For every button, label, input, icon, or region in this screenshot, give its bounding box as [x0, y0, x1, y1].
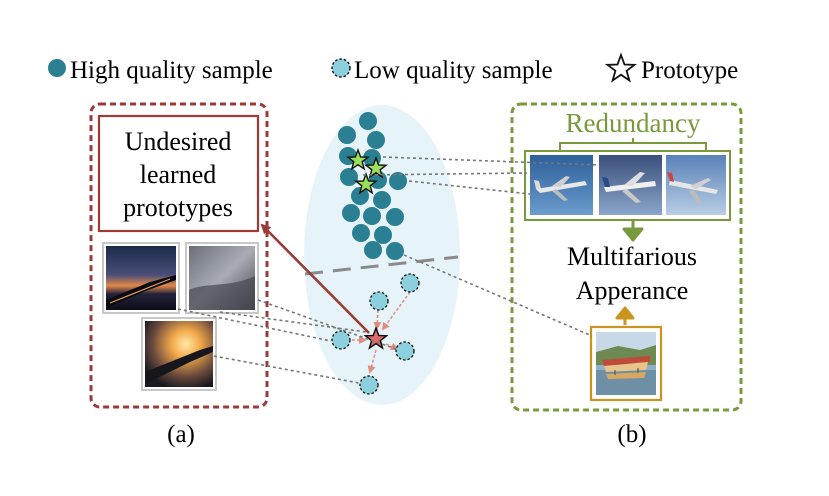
- link-dusk-to-sample: [177, 308, 332, 342]
- legend-high-quality-label: High quality sample: [70, 57, 273, 84]
- pull-arrow: [373, 309, 382, 330]
- prototype-star-icon: [346, 147, 370, 171]
- airplane-thumbnails-frame: [524, 150, 731, 221]
- dusk-wing-thumbnail: [102, 242, 180, 314]
- foggy-sky-thumbnail: [185, 242, 259, 314]
- redundancy-down-arrow: [622, 221, 644, 242]
- panel-a-caption: (a): [167, 421, 195, 448]
- high-quality-sample: [342, 204, 360, 222]
- link-fog-to-sample: [257, 299, 397, 350]
- pull-arrow: [367, 349, 377, 374]
- high-quality-sample: [386, 242, 404, 260]
- low-quality-legend-marker: [331, 58, 351, 78]
- high-quality-sample: [340, 168, 358, 186]
- high-quality-sample: [352, 224, 370, 242]
- redundant-prototypes: [346, 147, 388, 195]
- panel-a-dashed-border: [89, 102, 269, 409]
- high-quality-sample: [389, 172, 407, 190]
- embedding-space-ellipse: [304, 105, 460, 405]
- undesired-prototype-arrow: [260, 223, 370, 334]
- low-quality-sample: [395, 341, 415, 361]
- high-quality-sample: [373, 191, 391, 209]
- redundancy-label: Redundancy: [566, 108, 701, 138]
- high-quality-sample: [386, 208, 404, 226]
- low-quality-sample: [369, 291, 389, 311]
- legend-low-quality-label: Low quality sample: [354, 57, 553, 84]
- sunset-wing-thumbnail: [141, 317, 217, 391]
- high-quality-sample: [367, 131, 385, 149]
- prototype-star-icon: [604, 52, 638, 83]
- panel-b-caption: (b): [617, 421, 646, 448]
- legend: High quality sample Low quality sample P…: [48, 52, 738, 84]
- link-fog-to-prototype: [219, 311, 367, 333]
- prototype-star-icon: [364, 155, 388, 179]
- panel-b: Redundancy Multifarious: [510, 102, 743, 448]
- undesired-text-line-3: prototypes: [123, 193, 233, 222]
- panel-a: Undesired learned prototypes (a): [89, 102, 397, 448]
- high-quality-sample: [351, 187, 369, 205]
- high-quality-sample: [363, 207, 381, 225]
- high-quality-sample: [338, 126, 356, 144]
- high-quality-sample: [359, 112, 377, 130]
- high-quality-sample: [364, 241, 382, 259]
- link-to-airplane-2: [382, 156, 600, 166]
- high-quality-legend-marker: [48, 59, 66, 77]
- airplane-thumbnail: [599, 155, 662, 215]
- low-quality-sample: [400, 273, 420, 293]
- appearance-up-arrow: [615, 306, 635, 325]
- undesired-prototype-star-icon: [363, 325, 389, 350]
- legend-prototype-label: Prototype: [641, 57, 738, 84]
- multifarious-line-1: Multifarious: [567, 242, 697, 271]
- high-quality-sample: [374, 226, 392, 244]
- prototype-star-icon: [354, 171, 378, 195]
- low-quality-sample: [331, 330, 351, 350]
- undesired-text-line-2: learned: [140, 160, 217, 189]
- link-sunset-to-sample: [213, 355, 360, 384]
- pull-arrow: [381, 291, 411, 331]
- seaplane-thumbnail: [589, 325, 663, 402]
- redundancy-bracket: [559, 138, 707, 150]
- multifarious-line-2: Apperance: [576, 276, 689, 305]
- airplane-thumbnail: [666, 155, 726, 215]
- panel-b-dashed-border: [510, 102, 743, 412]
- undesired-prototypes-box: [97, 114, 260, 233]
- low-quality-sample: [359, 375, 379, 395]
- link-to-airplane-1b: [408, 180, 531, 195]
- quality-divider-line: [304, 255, 459, 276]
- link-to-seaplane: [403, 254, 593, 337]
- undesired-text-line-1: Undesired: [125, 127, 232, 156]
- low-quality-cluster: [331, 273, 420, 395]
